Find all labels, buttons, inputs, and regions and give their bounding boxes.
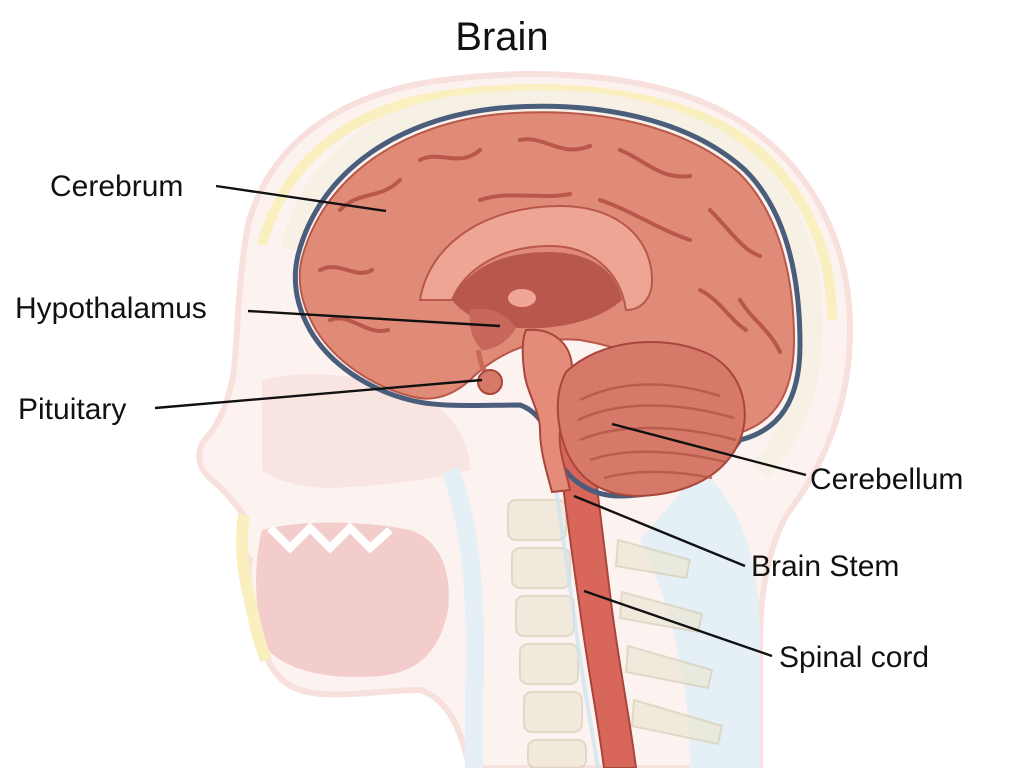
leader-line-pituitary: [154, 378, 483, 410]
vertebra: [515, 595, 575, 637]
label-hypothalamus-group: Hypothalamus: [15, 292, 501, 328]
leader-line-cerebellum: [611, 422, 807, 477]
label-cerebellum-group: Cerebellum: [611, 422, 963, 496]
label-pituitary: Pituitary: [18, 393, 126, 426]
spinous-process: [618, 590, 704, 634]
vertebra: [519, 643, 579, 685]
cerebellar-folia: [577, 383, 737, 480]
label-cerebrum-group: Cerebrum: [50, 170, 387, 213]
oral-cavity: [256, 522, 449, 677]
label-cerebrum: Cerebrum: [50, 170, 183, 203]
thalamus: [452, 252, 622, 329]
spinous-process: [630, 698, 724, 746]
leader-line-cerebrum: [215, 184, 387, 213]
spinous-process: [614, 538, 692, 580]
skull-bone: [281, 90, 824, 478]
label-cerebellum: Cerebellum: [810, 463, 963, 496]
label-spinal-cord-group: Spinal cord: [583, 589, 929, 674]
lip-fat: [236, 514, 272, 663]
brain: [292, 103, 803, 499]
pituitary-gland: [477, 369, 503, 395]
diagram-title: Brain: [455, 15, 548, 59]
vertebra: [507, 499, 567, 541]
leader-line-brain-stem: [573, 494, 746, 568]
upper-teeth: [267, 522, 393, 554]
vertebra: [511, 547, 571, 589]
vertebra: [523, 691, 583, 733]
label-brain-stem: Brain Stem: [751, 550, 899, 583]
scalp-fat-layer: [257, 84, 837, 321]
label-brain-stem-group: Brain Stem: [573, 494, 899, 583]
hypothalamus: [469, 308, 516, 350]
leader-line-spinal-cord: [583, 589, 773, 658]
corpus-callosum: [418, 204, 654, 312]
cervical-vertebrae: [507, 499, 724, 769]
label-spinal-cord: Spinal cord: [779, 641, 929, 674]
thalamus-nucleus: [508, 289, 536, 307]
label-pituitary-group: Pituitary: [18, 378, 483, 426]
vertebra: [527, 739, 587, 769]
cerebral-gyri: [318, 137, 782, 354]
pharynx: [441, 466, 484, 768]
spinous-process: [624, 644, 714, 690]
leader-line-hypothalamus: [247, 309, 501, 328]
label-hypothalamus: Hypothalamus: [15, 292, 207, 325]
